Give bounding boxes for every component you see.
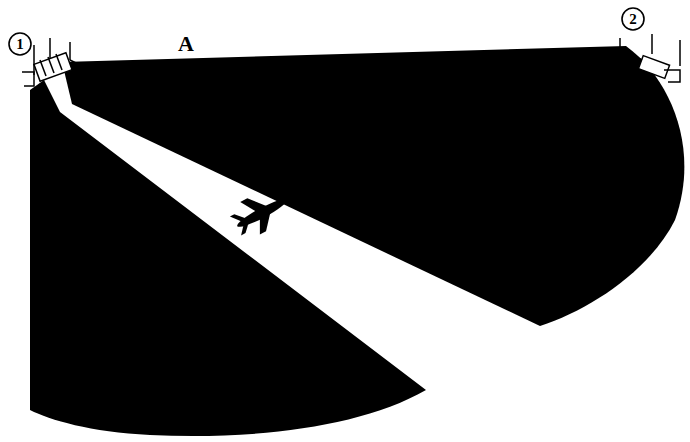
callout-number: 2 [629, 12, 637, 27]
sensor-unit [620, 34, 680, 82]
callout-circle [9, 33, 31, 55]
view-letter: A [178, 33, 194, 55]
coverage-sector [30, 80, 426, 436]
callout-circle [622, 8, 644, 30]
callout-number: 1 [16, 37, 24, 52]
airplane [226, 182, 295, 243]
